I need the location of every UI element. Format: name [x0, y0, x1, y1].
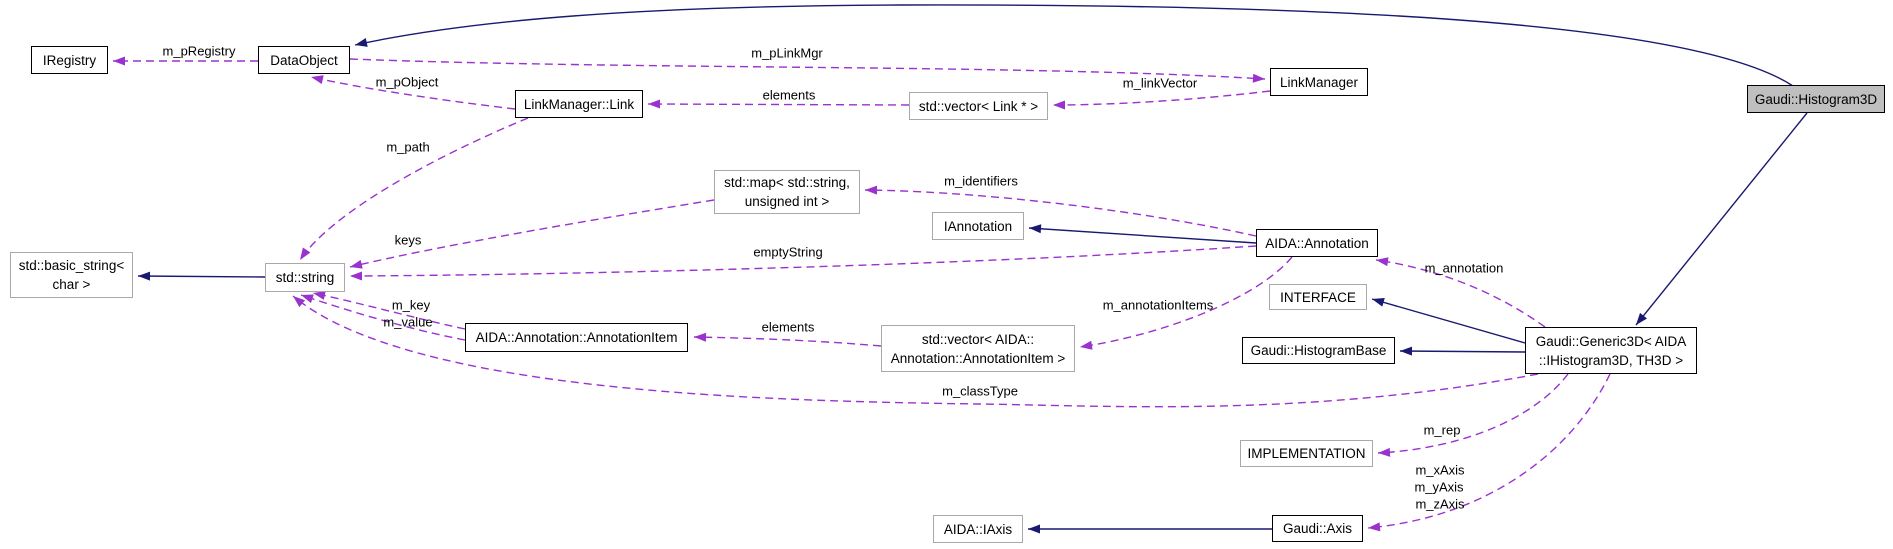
edge-label-m-path: m_path: [386, 139, 430, 155]
edge-label-m-classtype: m_classType: [942, 383, 1018, 399]
edge-label-m-xaxis: m_xAxis: [1415, 462, 1465, 478]
edge-usage-m-key: [312, 291, 466, 330]
class-node-linkmanager[interactable]: LinkManager: [1270, 68, 1368, 96]
class-node-label: AIDA::Annotation: [1265, 235, 1369, 251]
class-node-label: Gaudi::Axis: [1282, 521, 1353, 536]
class-node-gaudi-axis[interactable]: Gaudi::Axis: [1272, 515, 1363, 542]
class-node-label: std::vector< AIDA::: [921, 331, 1035, 347]
class-node-label: std::basic_string<: [18, 258, 125, 273]
class-node-std-vector-annotationitem: std::vector< AIDA:: Annotation::Annotati…: [881, 325, 1075, 372]
edge-usage-m-pobject: [310, 75, 516, 110]
class-node-label: std::vector< Link * >: [918, 98, 1039, 114]
class-node-label: AIDA::IAxis: [943, 521, 1013, 537]
class-node-label: AIDA::Annotation::AnnotationItem: [475, 330, 678, 345]
class-node-iregistry[interactable]: IRegistry: [31, 46, 108, 74]
class-node-interface: INTERFACE: [1269, 284, 1367, 310]
edge-label-m-identifiers: m_identifiers: [944, 173, 1018, 189]
edge-usage-emptystring: [349, 245, 1257, 281]
edge-label-m-annotation: m_annotation: [1424, 260, 1504, 276]
class-node-annotationitem[interactable]: AIDA::Annotation::AnnotationItem: [465, 323, 688, 352]
edge-inheritance-generic3d-histogrambase: [1399, 346, 1526, 356]
class-node-label: ::IHistogram3D, TH3D >: [1538, 352, 1684, 368]
class-node-implementation: IMPLEMENTATION: [1240, 440, 1373, 467]
edge-inheritance-histogram3d-dataobject: [354, 4, 1794, 87]
class-node-label: Annotation::AnnotationItem >: [890, 350, 1066, 366]
class-node-gaudi-histogrambase[interactable]: Gaudi::HistogramBase: [1242, 337, 1395, 364]
edge-inheritance-histogram3d-generic3d: [1635, 112, 1808, 326]
edge-label-m-key: m_key: [391, 297, 431, 313]
edge-usage-m-value: [300, 294, 466, 341]
class-node-label: Gaudi::Generic3D< AIDA: [1535, 333, 1687, 349]
edge-label-m-pregistry: m_pRegistry: [162, 43, 236, 59]
edge-label-m-annotationitems: m_annotationItems: [1102, 297, 1214, 313]
edge-inheritance-annotation-iannotation: [1028, 224, 1257, 244]
class-node-label: IMPLEMENTATION: [1247, 446, 1366, 461]
edge-usage-m-rep: [1377, 373, 1569, 457]
class-node-aida-iaxis: AIDA::IAxis: [933, 515, 1023, 543]
class-node-label: IAnnotation: [943, 218, 1013, 234]
edge-usage-elements-links: [647, 99, 910, 109]
class-node-gaudi-generic3d[interactable]: Gaudi::Generic3D< AIDA ::IHistogram3D, T…: [1525, 327, 1697, 374]
class-node-label: LinkManager::Link: [523, 96, 635, 112]
edge-label-m-value: m_value: [383, 314, 433, 330]
edge-label-elements-links: elements: [762, 87, 816, 103]
edge-usage-elements-items: [693, 332, 882, 347]
class-node-label: std::string: [275, 270, 335, 285]
edge-label-m-plinkmgr: m_pLinkMgr: [751, 45, 823, 61]
edge-label-m-pobject: m_pObject: [375, 74, 439, 90]
class-node-std-basic-string: std::basic_string< char >: [10, 252, 133, 298]
class-node-linkmanager-link[interactable]: LinkManager::Link: [515, 90, 643, 118]
edge-inheritance-string-basicstring: [137, 271, 266, 281]
edge-label-m-linkvector: m_linkVector: [1122, 75, 1198, 91]
class-node-label: unsigned int >: [744, 194, 830, 209]
edge-label-elements-items: elements: [761, 319, 815, 335]
edge-label-m-rep: m_rep: [1423, 422, 1461, 438]
class-node-label: IRegistry: [42, 52, 97, 68]
edge-usage-m-plinkmgr: [349, 58, 1266, 83]
edge-label-m-zaxis: m_zAxis: [1415, 496, 1465, 512]
class-node-label: INTERFACE: [1280, 289, 1356, 305]
class-node-label: std::map< std::string,: [724, 175, 850, 190]
class-node-dataobject[interactable]: DataObject: [258, 46, 350, 74]
edge-label-emptystring: emptyString: [753, 244, 823, 260]
class-node-std-vector-link: std::vector< Link * >: [909, 92, 1048, 120]
edge-usage-m-identifiers: [864, 185, 1257, 237]
class-node-label: LinkManager: [1279, 74, 1359, 90]
edge-label-keys: keys: [394, 232, 422, 248]
edge-usage-m-linkvector: [1052, 90, 1271, 110]
class-node-label: Gaudi::HistogramBase: [1250, 343, 1387, 358]
class-node-std-map: std::map< std::string, unsigned int >: [714, 170, 860, 214]
class-node-iannotation: IAnnotation: [932, 212, 1024, 240]
edge-usage-keys: [349, 199, 715, 269]
class-node-label: char >: [52, 277, 91, 292]
edge-usage-m-classtype: [292, 295, 1539, 408]
class-node-label: DataObject: [270, 52, 338, 68]
edge-usage-m-annotation: [1375, 257, 1546, 328]
edge-label-m-yaxis: m_yAxis: [1414, 479, 1464, 495]
class-node-aida-annotation[interactable]: AIDA::Annotation: [1256, 229, 1378, 257]
edge-usage-m-axes: [1367, 373, 1611, 532]
edge-usage-m-annotationitems: [1079, 256, 1293, 350]
class-node-label: Gaudi::Histogram3D: [1754, 91, 1878, 107]
class-node-gaudi-histogram3d-current: Gaudi::Histogram3D: [1747, 85, 1885, 113]
edge-inheritance-generic3d-interface: [1371, 297, 1526, 344]
class-node-std-string: std::string: [265, 263, 345, 292]
